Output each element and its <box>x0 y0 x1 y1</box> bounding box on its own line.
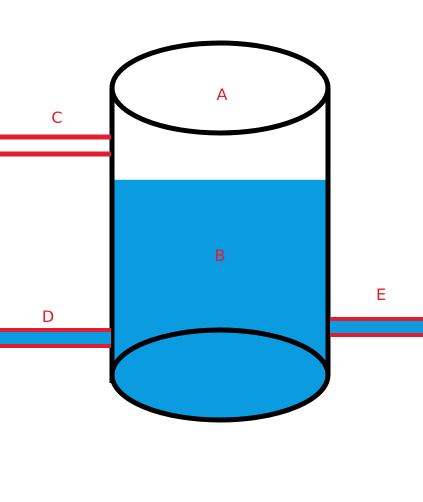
label-a: A <box>217 85 228 104</box>
label-c: C <box>51 108 62 127</box>
tank-bottom <box>109 327 331 423</box>
pipe-c <box>0 134 111 157</box>
tank-top <box>109 40 331 136</box>
label-e: E <box>376 285 386 304</box>
label-d: D <box>42 307 54 326</box>
pipe-d <box>0 328 111 348</box>
label-b: B <box>215 246 226 265</box>
pipe-e <box>330 317 423 337</box>
